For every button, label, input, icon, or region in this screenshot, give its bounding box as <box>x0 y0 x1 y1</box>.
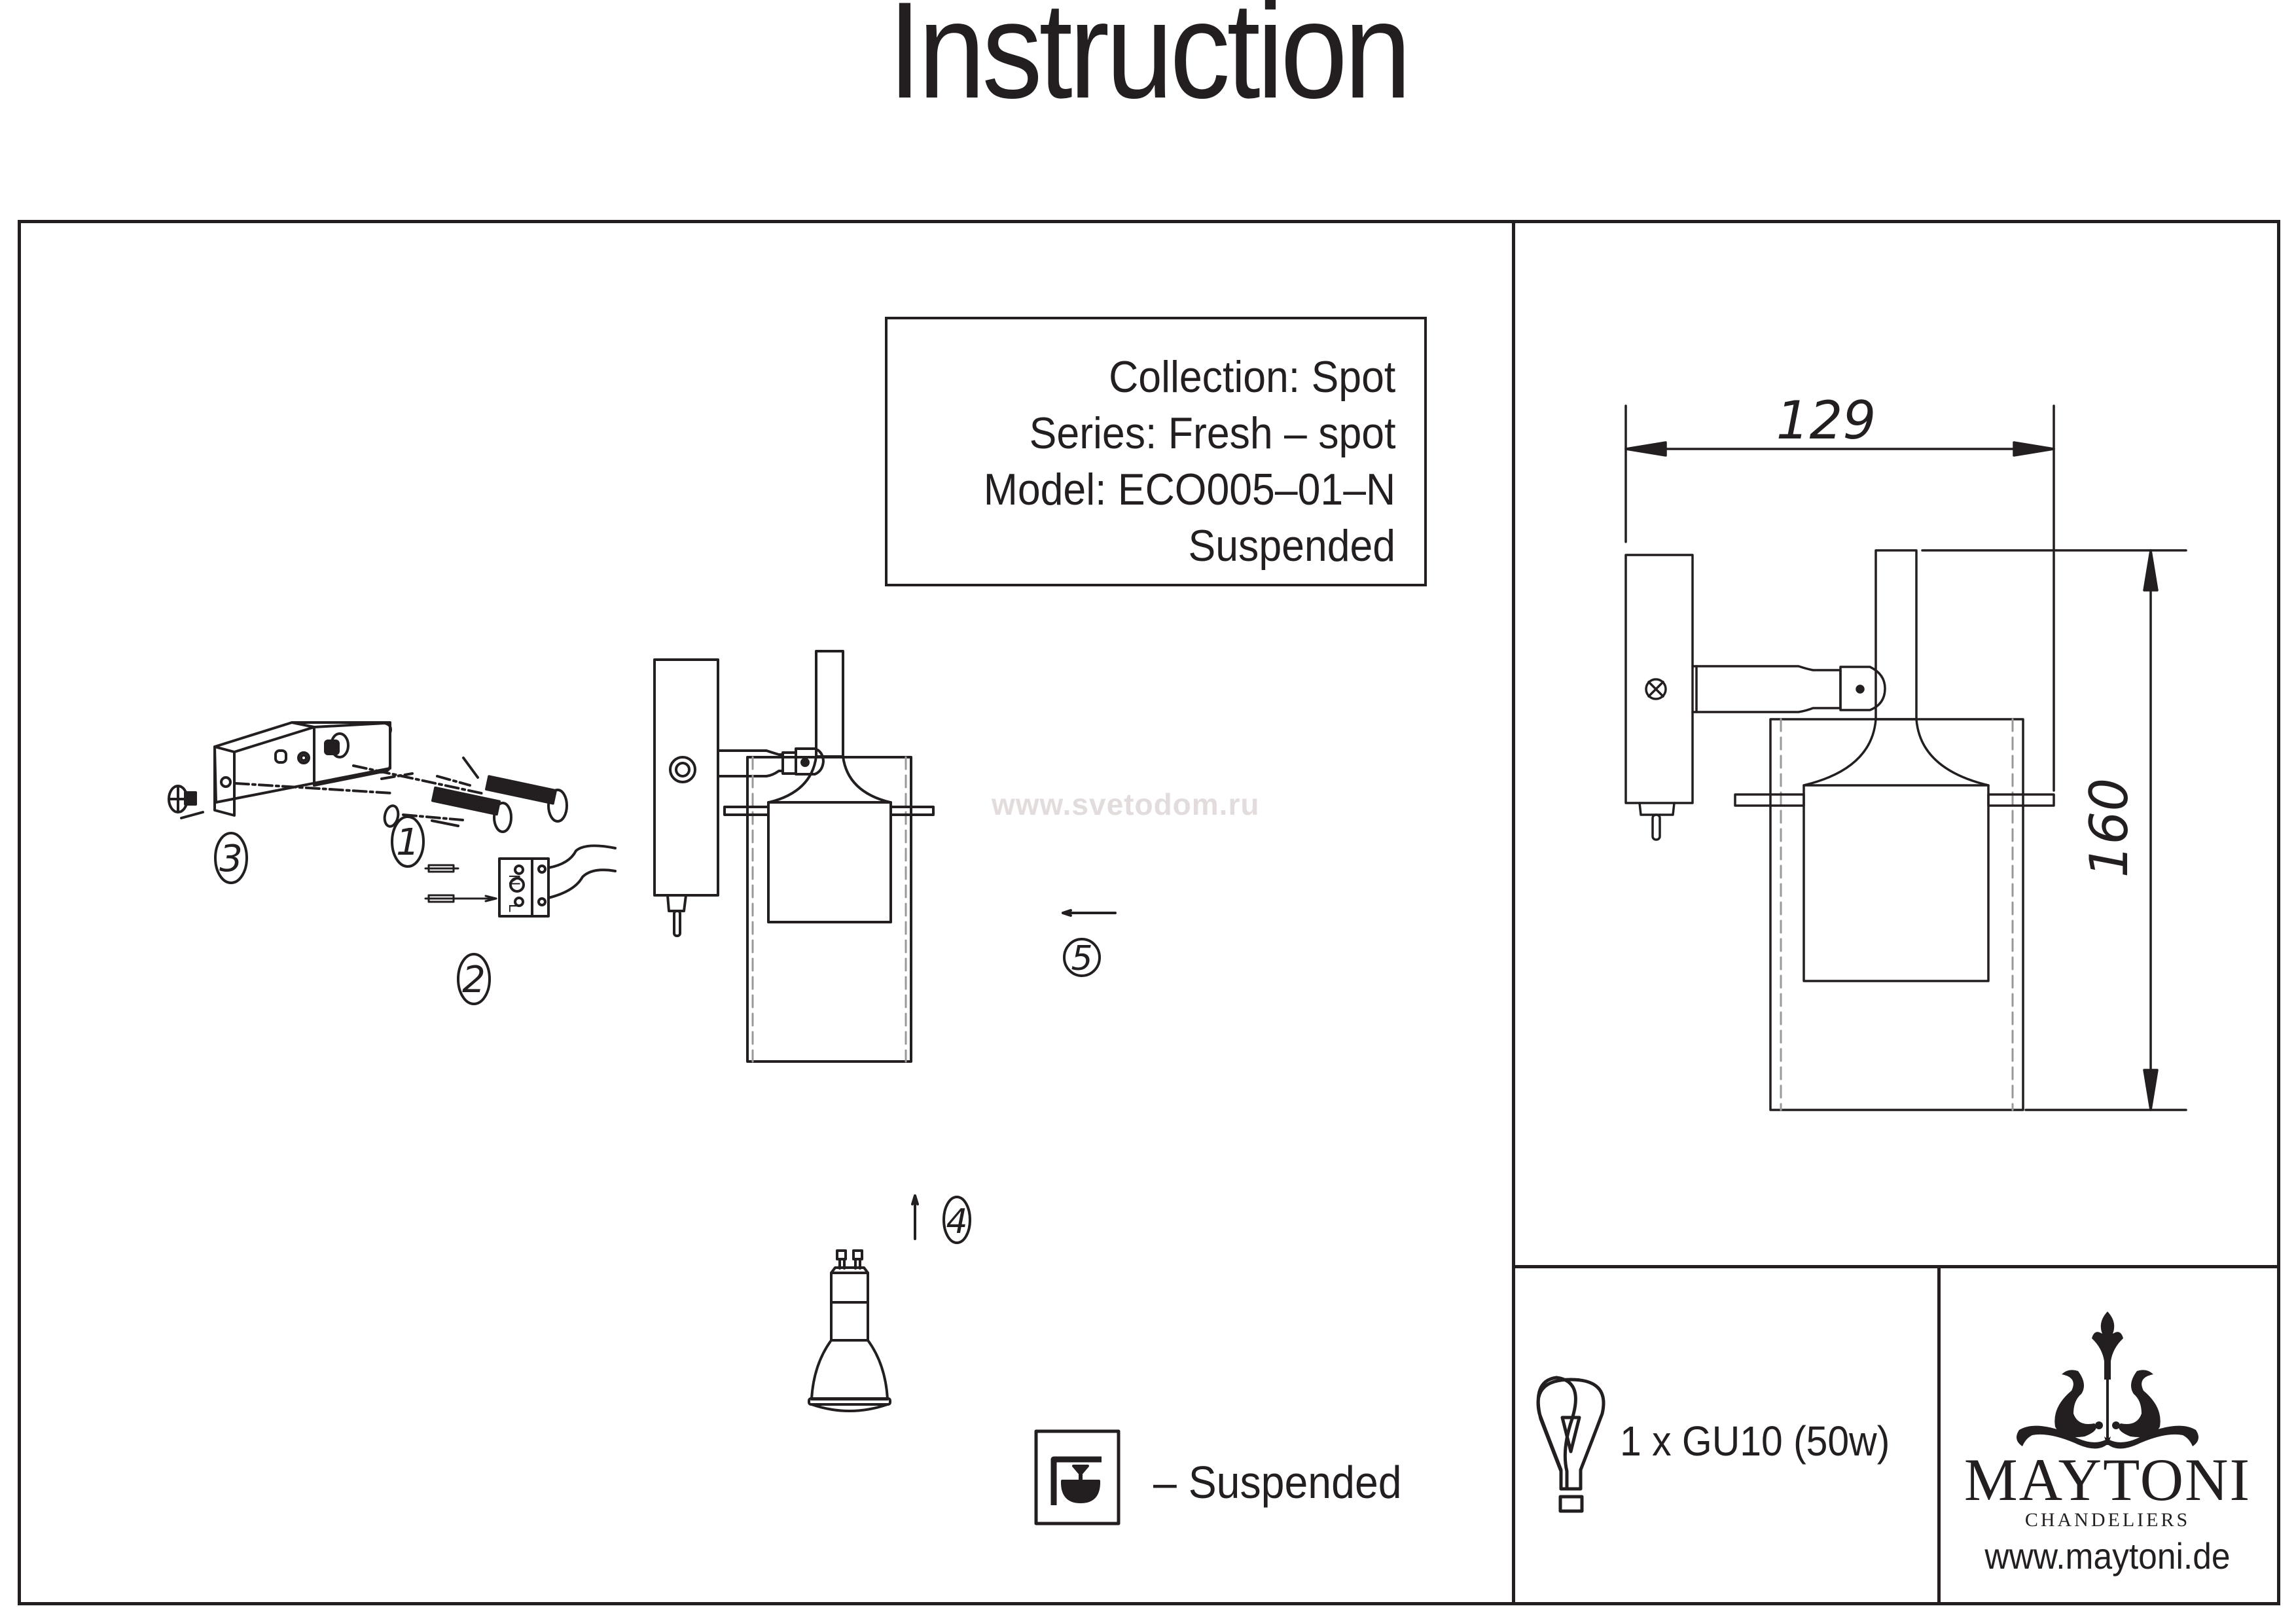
brand-name: MAYTONI <box>1964 1446 2251 1513</box>
chandelier-ornament-icon <box>2017 1311 2198 1449</box>
step-5-label: 5 <box>1071 939 1092 978</box>
suspended-mount-icon <box>1034 1429 1121 1525</box>
step-3-arrow <box>180 811 204 819</box>
dimension-drawing <box>1624 404 2187 1111</box>
frame-divider-footer <box>1937 1265 1941 1602</box>
model-label: Model: ECO005–01–N <box>983 465 1395 514</box>
screw-icon <box>168 757 568 833</box>
suspended-legend-label: – Suspended <box>1153 1457 1402 1508</box>
light-bulb-icon <box>1536 1376 1605 1513</box>
wall-plate-icon <box>653 658 719 897</box>
step-1-marker <box>391 815 425 868</box>
terminal-l-label: L <box>505 904 523 912</box>
lamp-shade-icon <box>717 650 935 1063</box>
frame-divider-horizontal <box>1512 1265 2277 1268</box>
toggle-switch-icon <box>666 894 687 937</box>
step-2-label: 2 <box>462 959 486 1001</box>
brand-subtitle: CHANDELIERS <box>2024 1509 2191 1531</box>
gu10-bulb-icon <box>808 1249 891 1412</box>
terminal-block-icon <box>424 844 617 918</box>
dowel-icon <box>324 732 350 758</box>
mount-type-label: Suspended <box>1188 521 1395 571</box>
width-dimension-label: 129 <box>1776 390 1876 451</box>
height-dimension-label: 160 <box>2079 778 2140 878</box>
step-1-arrow <box>431 819 459 827</box>
frame-divider-vertical <box>1512 220 1515 1602</box>
page-title: Instruction <box>888 0 1412 127</box>
bulb-spec-label: 1 x GU10 (50w) <box>1620 1418 1890 1465</box>
wall-bracket-icon <box>213 721 392 817</box>
brand-website-link[interactable]: www.maytoni.de <box>1984 1535 2231 1577</box>
series-label: Series: Fresh – spot <box>1029 408 1395 458</box>
step-4-marker <box>911 1194 971 1244</box>
step-4-label: 4 <box>946 1202 967 1241</box>
step-2-marker <box>457 953 491 1005</box>
terminal-n-label: N <box>505 874 523 885</box>
drawing-frame <box>18 220 2280 1605</box>
step-1-label: 1 <box>396 821 420 864</box>
product-info-box: Collection: Spot Series: Fresh – spot Mo… <box>885 317 1427 586</box>
step-3-marker <box>214 832 248 884</box>
step-5-marker <box>1062 909 1117 977</box>
collection-label: Collection: Spot <box>1108 352 1395 402</box>
step-3-label: 3 <box>219 838 243 880</box>
watermark: www.svetodom.ru <box>992 787 1260 821</box>
